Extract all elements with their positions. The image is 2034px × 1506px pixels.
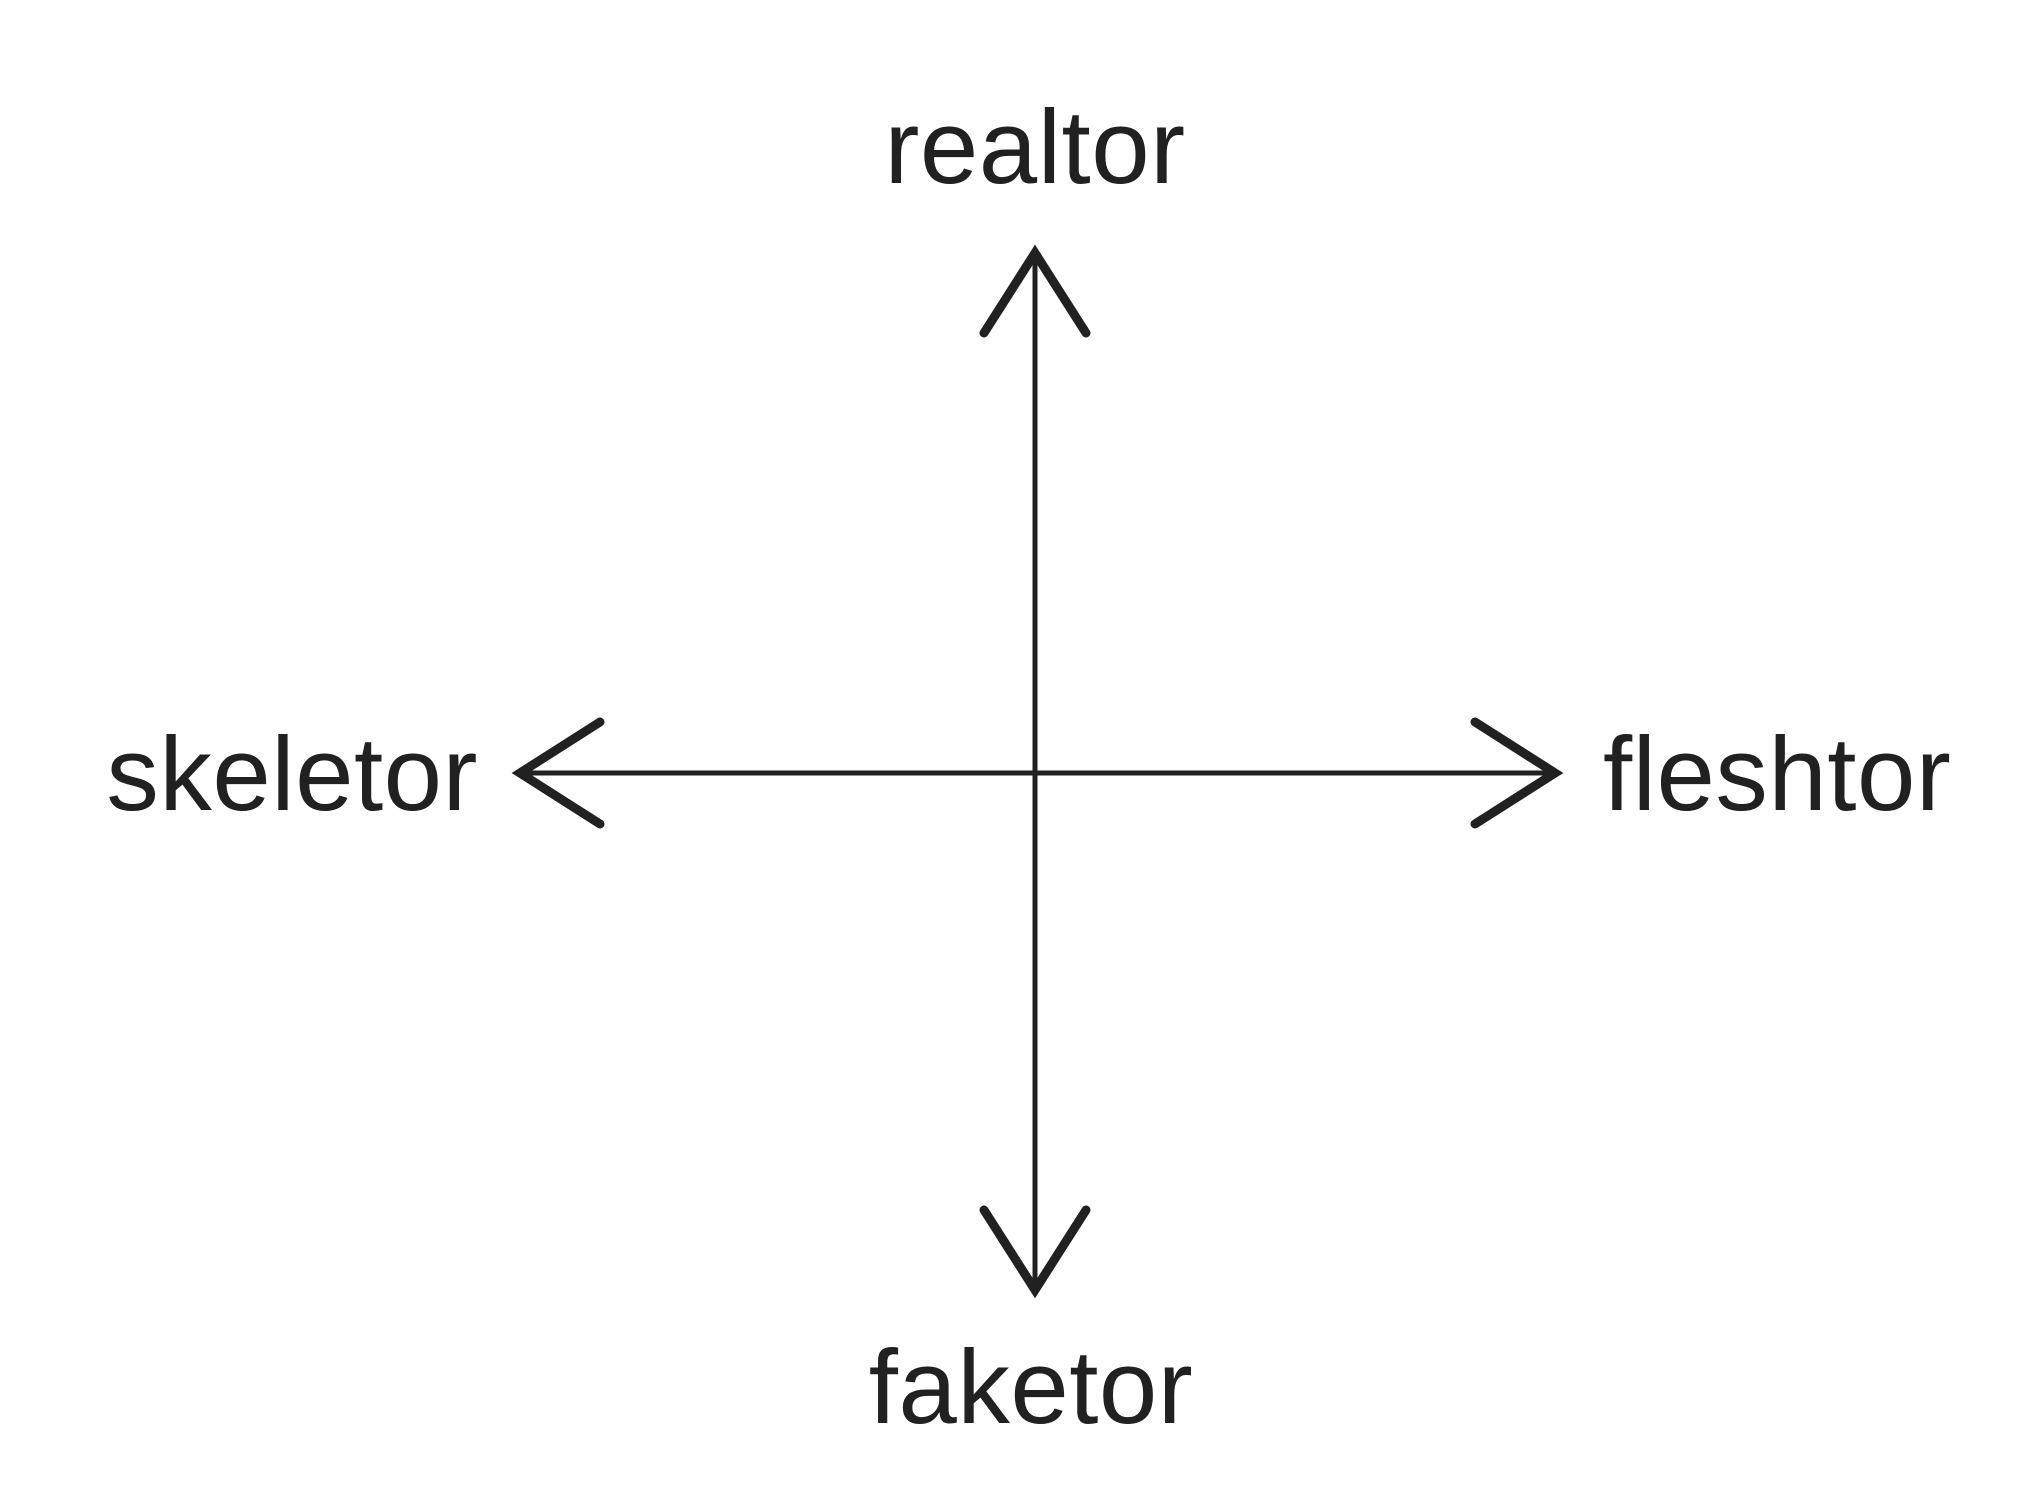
axis-label-right: fleshtor: [1603, 716, 1952, 833]
axis-label-bottom: faketor: [868, 1329, 1194, 1446]
left-arrowhead-icon: [511, 717, 605, 829]
axis-label-left: skeletor: [106, 716, 478, 833]
bottom-arrowhead-icon: [979, 1205, 1091, 1299]
axis-label-top: realtor: [884, 89, 1186, 206]
top-arrowhead-icon: [979, 244, 1091, 338]
right-arrowhead-icon: [1470, 717, 1564, 829]
